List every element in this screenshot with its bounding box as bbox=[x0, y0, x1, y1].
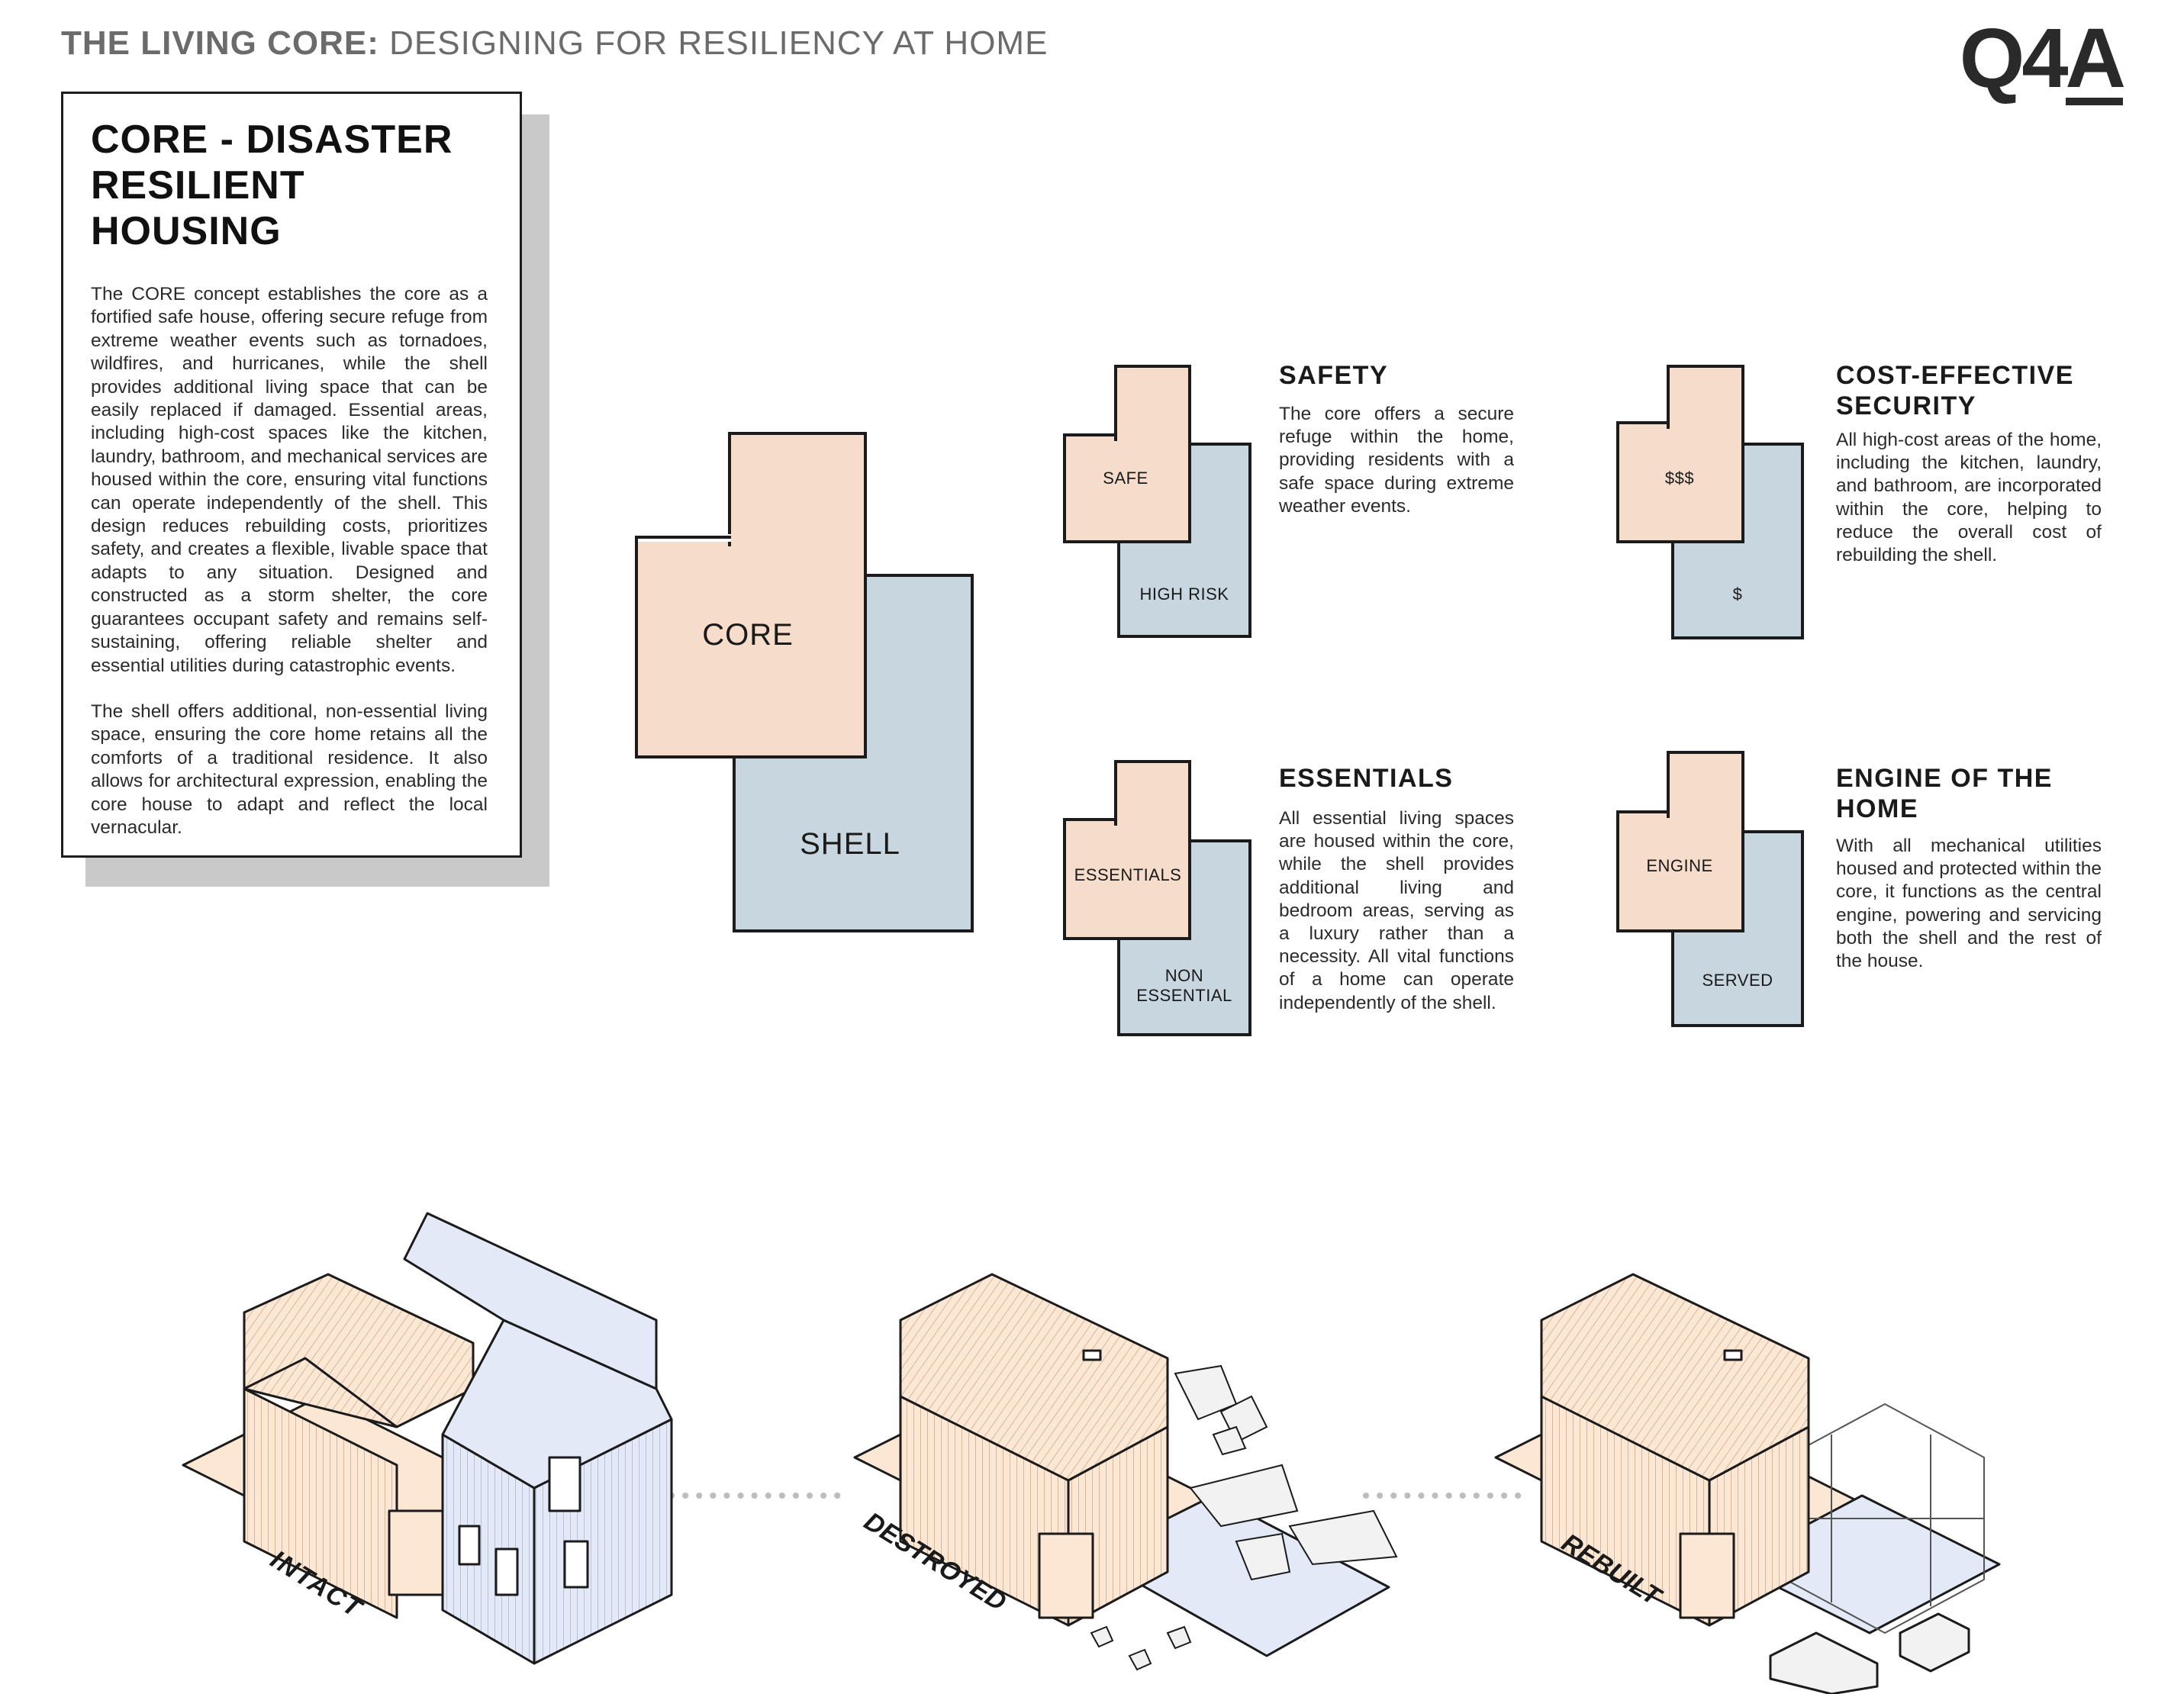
rebuilt-core-vent bbox=[1723, 1349, 1743, 1361]
intact-door-shell bbox=[548, 1456, 581, 1512]
intact-window-3 bbox=[563, 1540, 589, 1589]
cost-title: COST-EFFECTIVE SECURITY bbox=[1836, 360, 2074, 421]
cost-text: All high-cost areas of the home, includi… bbox=[1836, 430, 2102, 566]
intro-heading: CORE - DISASTER RESILIENT HOUSING bbox=[91, 117, 488, 254]
q4a-logo: Q4A bbox=[1960, 11, 2126, 105]
logo-text-a: A bbox=[2065, 11, 2126, 105]
safety-shell-label: HIGH RISK bbox=[1139, 585, 1229, 604]
engine-core-label: ENGINE bbox=[1646, 856, 1713, 875]
debris-piece-4 bbox=[1288, 1509, 1398, 1566]
essentials-title: ESSENTIALS bbox=[1279, 764, 1454, 793]
cost-shell-label: $ bbox=[1732, 585, 1743, 604]
intact-core-left-wall bbox=[243, 1387, 398, 1619]
engine-title: ENGINE OF THE HOME bbox=[1836, 763, 2053, 824]
main-core-label: CORE bbox=[702, 618, 794, 652]
cost-core-tab bbox=[1667, 365, 1744, 429]
essentials-core-joint bbox=[1117, 816, 1188, 821]
debris-piece-3 bbox=[1189, 1464, 1299, 1528]
safety-core-tab bbox=[1114, 365, 1191, 441]
safety-core-block bbox=[1063, 433, 1191, 543]
intro-paragraph-2: The shell offers additional, non-essenti… bbox=[91, 700, 488, 838]
intact-window-1 bbox=[458, 1525, 481, 1566]
engine-core-block bbox=[1616, 810, 1744, 932]
intact-house bbox=[182, 1212, 673, 1665]
essentials-shell-label-line1: NON bbox=[1164, 966, 1204, 985]
intact-core-roof-front bbox=[243, 1357, 398, 1428]
debris-piece-9 bbox=[1212, 1425, 1247, 1456]
safety-core-joint bbox=[1117, 432, 1188, 436]
debris-piece-7 bbox=[1128, 1648, 1152, 1671]
main-core-notch-edge bbox=[635, 536, 731, 539]
cost-core-block bbox=[1616, 421, 1744, 543]
engine-core-tab bbox=[1667, 751, 1744, 818]
intact-window-2 bbox=[494, 1547, 519, 1596]
essentials-text: All essential living spaces are housed w… bbox=[1279, 808, 1514, 1013]
debris-piece-8 bbox=[1166, 1625, 1192, 1650]
destroyed-core-roof bbox=[899, 1273, 1169, 1482]
cost-title-line1: COST-EFFECTIVE bbox=[1836, 361, 2074, 390]
engine-shell-label: SERVED bbox=[1702, 971, 1773, 990]
destroyed-core-door bbox=[1038, 1532, 1094, 1619]
destroyed-house bbox=[853, 1273, 1390, 1657]
intro-heading-line2: RESILIENT HOUSING bbox=[91, 163, 305, 253]
destroyed-debris bbox=[1090, 1364, 1398, 1671]
logo-text: Q4 bbox=[1959, 11, 2069, 105]
essentials-core-tab bbox=[1114, 760, 1191, 826]
safety-text: The core offers a secure refuge within t… bbox=[1279, 404, 1514, 517]
engine-title-line2: HOME bbox=[1836, 794, 1918, 823]
rebuilt-supply-box bbox=[1899, 1612, 1970, 1673]
debris-piece-6 bbox=[1090, 1625, 1114, 1648]
cost-title-line2: SECURITY bbox=[1836, 391, 1976, 420]
essentials-shell-label-line2: ESSENTIAL bbox=[1136, 986, 1232, 1005]
intro-heading-line1: CORE - DISASTER bbox=[91, 118, 453, 162]
debris-piece-5 bbox=[1235, 1532, 1291, 1581]
rebuilt-lumber-bundle bbox=[1769, 1631, 1879, 1694]
intact-shell-roof bbox=[441, 1319, 673, 1489]
rebuilt-core-roof bbox=[1540, 1273, 1810, 1482]
engine-text: With all mechanical utilities housed and… bbox=[1836, 836, 2102, 972]
main-core-block-lower bbox=[635, 537, 867, 758]
header-title-rest: DESIGNING FOR RESILIENCY AT HOME bbox=[389, 24, 1049, 62]
main-core-joint bbox=[731, 537, 864, 542]
main-shell-label: SHELL bbox=[800, 827, 900, 861]
essentials-shell-label: NON ESSENTIAL bbox=[1122, 966, 1247, 1006]
rebuilt-core-door bbox=[1679, 1532, 1735, 1619]
intro-card: CORE - DISASTER RESILIENT HOUSING The CO… bbox=[61, 92, 522, 858]
rebuilt-house bbox=[1494, 1273, 2001, 1694]
cost-core-joint bbox=[1670, 420, 1741, 424]
intact-shell-upper-roof bbox=[403, 1212, 658, 1390]
safety-core-label: SAFE bbox=[1103, 469, 1148, 488]
header-title-bold: THE LIVING CORE: bbox=[61, 24, 379, 62]
house-stages-illustration: INTACT DESTROYED REBUILT bbox=[182, 1212, 2001, 1694]
engine-title-line1: ENGINE OF THE bbox=[1836, 764, 2053, 793]
intact-core-door bbox=[388, 1509, 444, 1596]
destroyed-core-vent bbox=[1082, 1349, 1102, 1361]
essentials-core-label: ESSENTIALS bbox=[1074, 865, 1182, 884]
safety-title: SAFETY bbox=[1279, 361, 1389, 390]
page-header: THE LIVING CORE: DESIGNING FOR RESILIENC… bbox=[61, 24, 1048, 63]
intro-paragraph-1: The CORE concept establishes the core as… bbox=[91, 284, 488, 676]
main-core-block-upper bbox=[728, 432, 867, 546]
engine-core-joint bbox=[1670, 809, 1741, 813]
cost-core-label: $$$ bbox=[1664, 469, 1695, 488]
